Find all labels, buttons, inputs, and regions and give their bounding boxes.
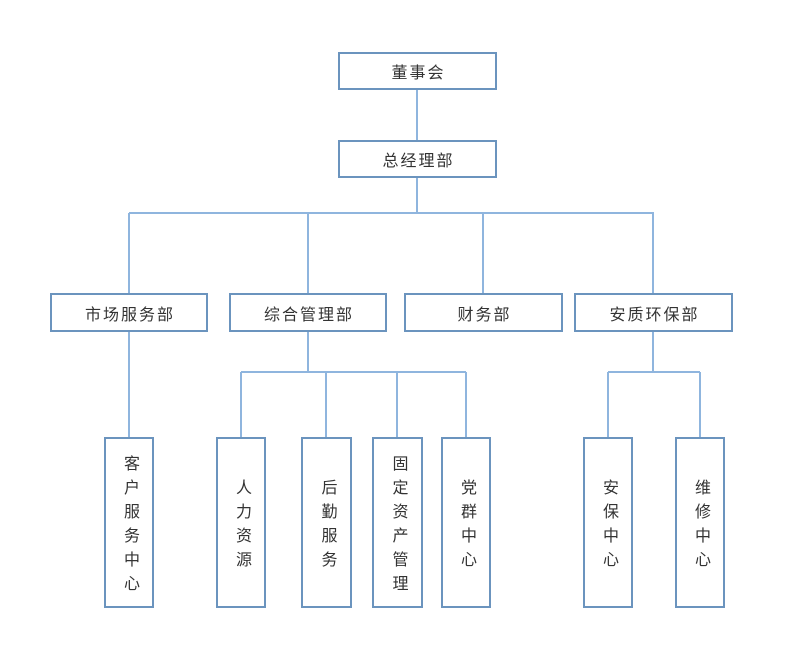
node-general-admin-dept: 综合管理部 [229,293,387,332]
node-label: 安质环保部 [609,306,700,324]
node-logistics-service: 后勤服务 [301,437,352,608]
node-label: 维修中心 [692,478,709,575]
node-board-of-directors: 董事会 [338,52,497,90]
node-label: 客户服务中心 [121,454,138,599]
node-label: 党群中心 [458,478,475,575]
node-security-center: 安保中心 [583,437,633,608]
node-market-service-dept: 市场服务部 [50,293,208,332]
node-fixed-asset-management: 固定资产管理 [372,437,423,608]
node-finance-dept: 财务部 [404,293,563,332]
node-label: 后勤服务 [318,478,336,575]
node-label: 财务部 [457,306,512,324]
node-label: 安保中心 [600,478,617,575]
node-label: 市场服务部 [84,306,175,324]
node-maintenance-center: 维修中心 [675,437,725,608]
node-party-group-center: 党群中心 [441,437,491,608]
node-human-resources: 人力资源 [216,437,266,608]
node-label: 人力资源 [233,478,250,575]
node-label: 综合管理部 [263,306,354,324]
node-customer-service-center: 客户服务中心 [104,437,154,608]
node-safety-quality-env-dept: 安质环保部 [574,293,733,332]
node-label: 董事会 [391,65,446,82]
node-general-manager-dept: 总经理部 [338,140,497,178]
node-label: 固定资产管理 [389,454,407,599]
node-label: 总经理部 [382,153,455,170]
